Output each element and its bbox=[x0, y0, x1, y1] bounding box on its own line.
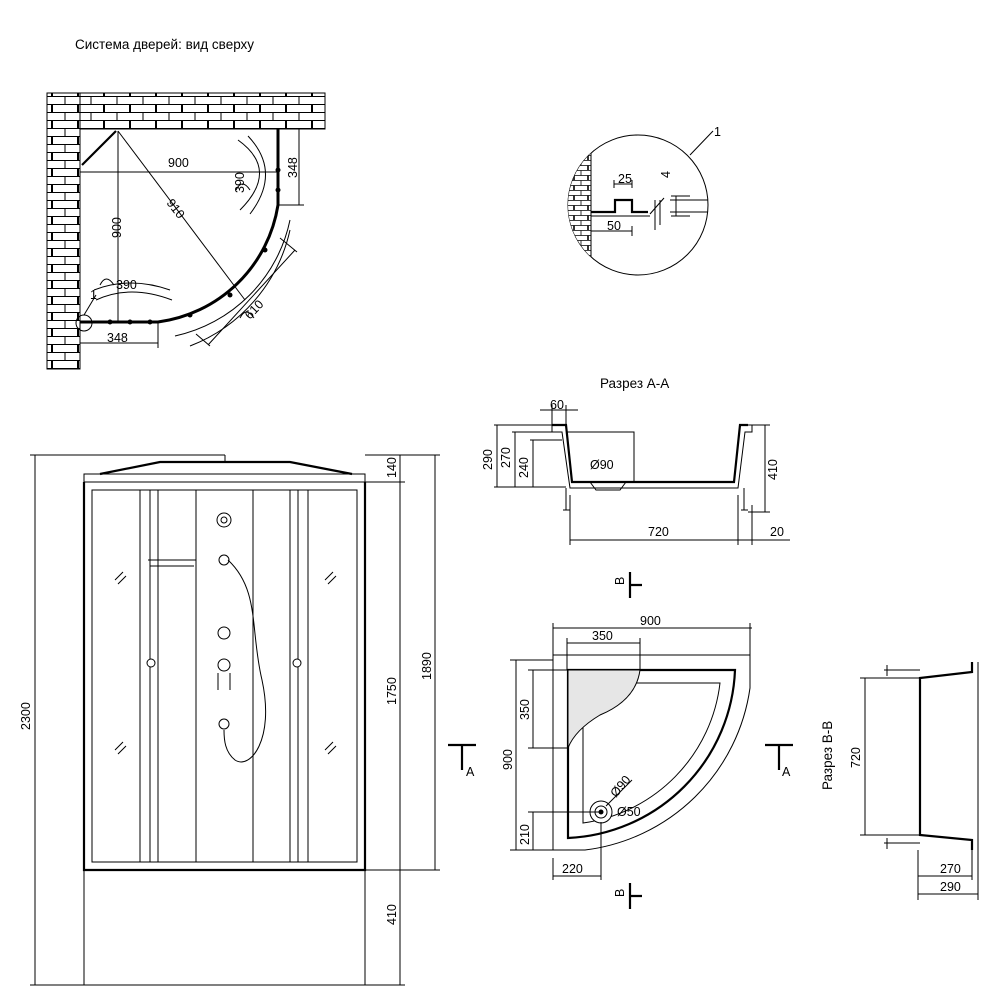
bb-depth-label: 720 bbox=[849, 747, 863, 768]
front-tray-label: 410 bbox=[385, 904, 399, 925]
section-aa-title: Разрез А-А bbox=[600, 376, 669, 391]
aa-width-label: 720 bbox=[648, 525, 669, 539]
front-total-height-label: 2300 bbox=[19, 702, 33, 730]
top-width-label: 900 bbox=[168, 156, 189, 170]
tray-plan: 900 350 350 900 Ø90 Ø50 210 220 A A B B bbox=[448, 572, 793, 909]
top-radius-right-label: 390 bbox=[233, 172, 247, 193]
bb-w-outer-label: 290 bbox=[940, 880, 961, 894]
detail-b-label: 4 bbox=[659, 171, 673, 178]
detail-c-label: 50 bbox=[607, 219, 621, 233]
top-depth-label: 900 bbox=[110, 217, 124, 238]
door-rollers bbox=[107, 167, 281, 325]
cut-a-left-label: A bbox=[466, 765, 475, 779]
section-bb: 720 270 290 bbox=[849, 662, 979, 900]
front-view: 2300 140 1750 1890 410 bbox=[19, 454, 440, 986]
top-diagonal-label: 910 bbox=[164, 196, 188, 221]
detail-callout-label: 1 bbox=[714, 125, 721, 139]
plan-drain-x-label: 220 bbox=[562, 862, 583, 876]
top-offset-right-label: 348 bbox=[286, 157, 300, 178]
top-view-title: Система дверей: вид сверху bbox=[75, 37, 254, 52]
aa-drain-label: Ø90 bbox=[590, 458, 614, 472]
top-radius-bottom-label: 390 bbox=[116, 278, 137, 292]
detail-a-label: 25 bbox=[618, 172, 632, 186]
plan-drain-y-label: 210 bbox=[518, 824, 532, 845]
wall-top bbox=[46, 92, 326, 130]
bb-w-inner-label: 270 bbox=[940, 862, 961, 876]
front-roof-label: 140 bbox=[385, 457, 399, 478]
top-view: 900 900 910 610 390 390 348 348 1 bbox=[46, 92, 326, 370]
aa-foot-label: 20 bbox=[770, 525, 784, 539]
plan-depth-label: 900 bbox=[501, 749, 515, 770]
top-offset-bottom-label: 348 bbox=[107, 331, 128, 345]
aa-h-inner2-label: 240 bbox=[517, 457, 531, 478]
aa-rim-label: 60 bbox=[550, 398, 564, 412]
section-aa: 60 290 270 240 Ø90 720 20 410 bbox=[481, 398, 790, 545]
plan-seat-width-label: 350 bbox=[592, 629, 613, 643]
cut-b-bottom-label: B bbox=[613, 889, 627, 897]
plan-width-label: 900 bbox=[640, 614, 661, 628]
wall-left bbox=[46, 92, 81, 370]
section-bb-title: Разрез В-В bbox=[820, 721, 835, 790]
front-frame-label: 1890 bbox=[420, 652, 434, 680]
plan-seat-depth-label: 350 bbox=[518, 699, 532, 720]
plan-drain-outer-label: Ø90 bbox=[608, 773, 634, 800]
plan-drain-inner-label: Ø50 bbox=[617, 805, 641, 819]
front-glass-label: 1750 bbox=[385, 677, 399, 705]
detail-view: 1 25 4 50 bbox=[567, 125, 721, 276]
top-callout-label: 1 bbox=[90, 288, 97, 302]
cut-b-top-label: B bbox=[613, 577, 627, 585]
cut-a-right-label: A bbox=[782, 765, 791, 779]
aa-h-inner1-label: 270 bbox=[499, 447, 513, 468]
top-arc-label: 610 bbox=[242, 297, 266, 322]
aa-height-label: 410 bbox=[766, 459, 780, 480]
aa-h-outer-label: 290 bbox=[481, 449, 495, 470]
